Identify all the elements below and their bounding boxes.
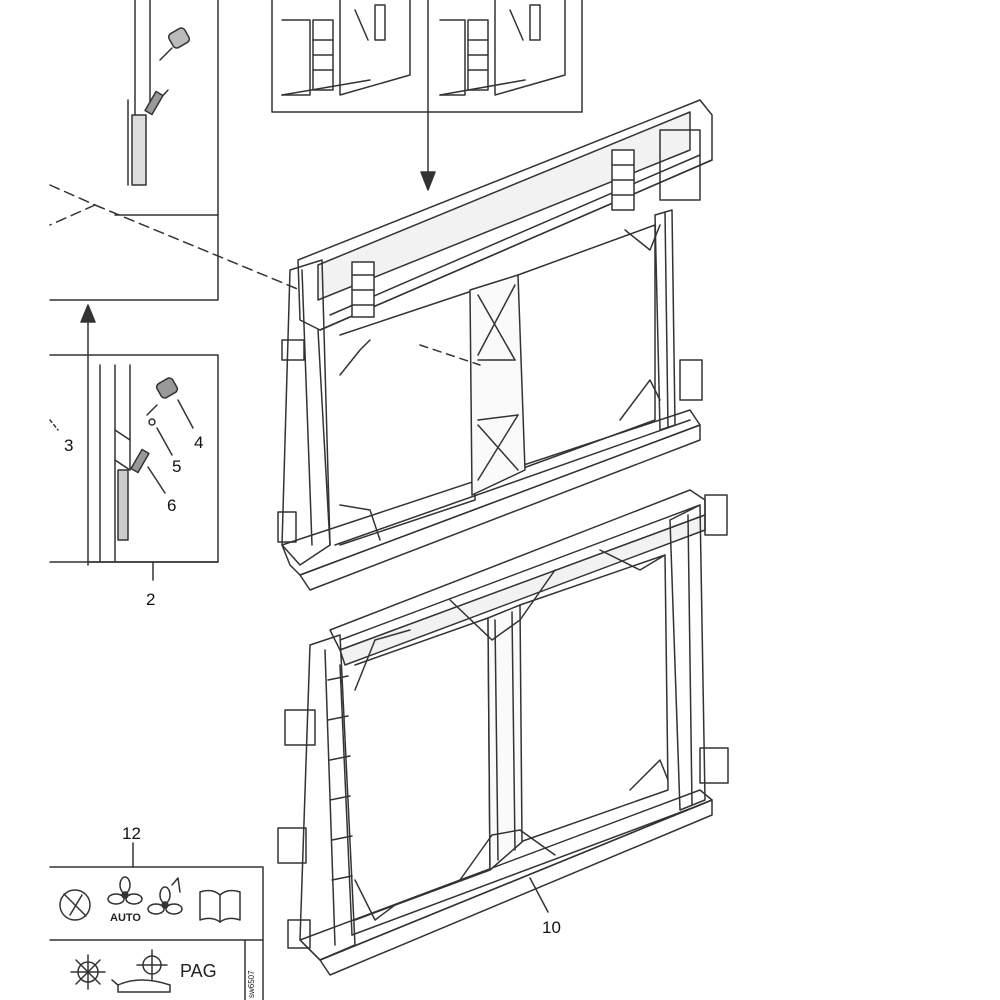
- bolt-part-icon: [144, 27, 191, 116]
- detail-frame-top-center: [271, 0, 583, 113]
- fan-hazard-icon: [147, 877, 183, 915]
- no-tools-icon: [59, 889, 91, 921]
- callout-10: 10: [542, 918, 561, 937]
- detail-frame-top-left: [49, 0, 301, 301]
- callout-12: 12: [122, 824, 141, 843]
- detail-frame-2: [49, 354, 219, 581]
- label-code: sw6507: [247, 970, 256, 998]
- callout-6: 6: [167, 496, 177, 515]
- washer-part-icon: [146, 404, 158, 426]
- auto-label: AUTO: [110, 912, 141, 924]
- oil-refrigerant-icon: [111, 949, 171, 993]
- callout-4: 4: [194, 433, 204, 452]
- manual-book-icon: [199, 889, 241, 923]
- nut-part-icon: [155, 377, 179, 399]
- callout-3: 3: [64, 436, 74, 455]
- warning-label-panel: [49, 842, 264, 1000]
- callout-5: 5: [172, 457, 182, 476]
- lower-radiator-frame: [277, 489, 729, 976]
- pag-label: PAG: [180, 961, 217, 981]
- fan-auto-icon: [107, 876, 143, 905]
- ac-snowflake-icon: [70, 954, 106, 990]
- arrow-up-icon: [80, 304, 96, 566]
- arrow-down-icon: [420, 111, 436, 191]
- upper-carrier-assembly: [277, 99, 713, 591]
- spring-part-icon: [130, 448, 150, 474]
- callout-2: 2: [146, 590, 156, 609]
